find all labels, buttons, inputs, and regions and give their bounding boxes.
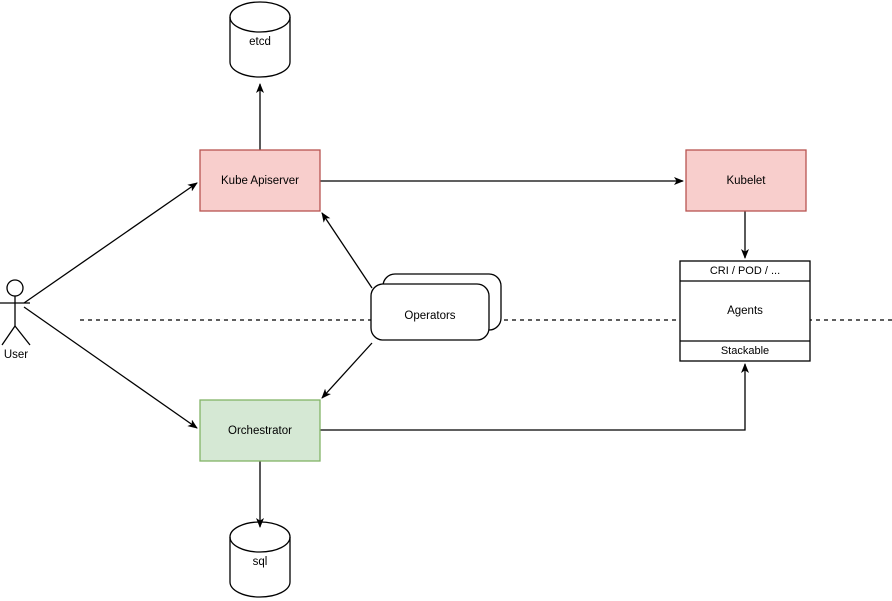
edge-operators-to-kube-apiserver <box>321 212 373 289</box>
user-label: User <box>4 349 28 361</box>
agents-box <box>679 260 811 362</box>
sql-cylinder-top <box>229 521 291 553</box>
node-user[interactable]: User <box>0 279 31 361</box>
etcd-label: etcd <box>249 36 271 48</box>
agents-header-label: CRI / POD / ... <box>710 265 780 277</box>
node-operators[interactable]: Operators <box>370 273 502 341</box>
sql-label: sql <box>253 556 268 568</box>
kube-apiserver-box <box>199 149 321 212</box>
node-etcd[interactable]: etcd <box>229 1 291 78</box>
node-kube-apiserver[interactable]: Kube Apiserver <box>199 149 321 212</box>
operators-label: Operators <box>404 310 455 322</box>
operators-stack-middle <box>370 283 490 341</box>
user-leg-left-icon <box>1 325 16 346</box>
edge-operators-to-orchestrator <box>321 342 373 399</box>
edge-orchestrator-to-stackable <box>320 363 749 431</box>
kubelet-label: Kubelet <box>726 175 766 187</box>
agents-footer-label: Stackable <box>721 345 769 357</box>
etcd-cylinder-body <box>229 17 291 78</box>
edge-user-to-kube-apiserver <box>23 182 198 304</box>
edge-user-to-orchestrator <box>23 306 198 429</box>
orchestrator-box <box>199 399 321 462</box>
kube-apiserver-label: Kube Apiserver <box>221 175 299 187</box>
node-sql[interactable]: sql <box>229 521 291 598</box>
orchestrator-label: Orchestrator <box>228 425 292 437</box>
node-kubelet[interactable]: Kubelet <box>685 149 807 212</box>
node-agents[interactable]: CRI / POD / ... Agents Stackable <box>679 260 811 362</box>
user-head-icon <box>6 279 24 297</box>
sql-cylinder-body <box>229 537 291 598</box>
user-leg-right-icon <box>14 325 31 346</box>
etcd-cylinder-top <box>229 1 291 33</box>
node-orchestrator[interactable]: Orchestrator <box>199 399 321 462</box>
agents-body-label: Agents <box>727 305 763 317</box>
kubelet-box <box>685 149 807 212</box>
